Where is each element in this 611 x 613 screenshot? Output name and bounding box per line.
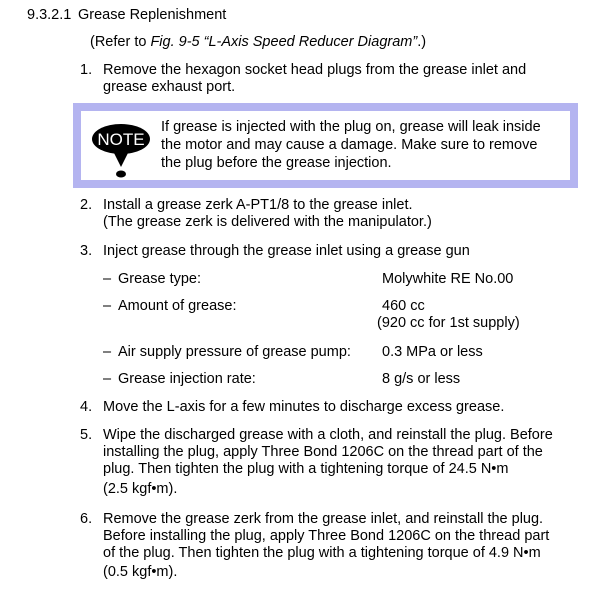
step-text: Install a grease zerk A-PT1/8 to the gre… bbox=[103, 197, 413, 213]
step-text: (0.5 kgf•m). bbox=[103, 564, 178, 580]
step-text: Remove the hexagon socket head plugs fro… bbox=[103, 62, 527, 78]
note-text: the plug before the grease injection. bbox=[161, 155, 392, 171]
step-text: grease exhaust port. bbox=[103, 79, 236, 95]
note-text: the motor and may cause a damage. Make s… bbox=[161, 137, 538, 153]
step-text: installing the plug, apply Three Bond 12… bbox=[103, 444, 543, 460]
step-text: Wipe the discharged grease with a cloth,… bbox=[103, 427, 553, 443]
spec-dash: – bbox=[103, 271, 112, 287]
spec-label: Air supply pressure of grease pump: bbox=[118, 344, 351, 360]
figure-reference: (Refer to Fig. 9-5 “L-Axis Speed Reducer… bbox=[90, 34, 426, 51]
note-label: NOTE bbox=[97, 130, 144, 149]
step-text: Inject grease through the grease inlet u… bbox=[103, 243, 470, 259]
figure-link[interactable]: Fig. 9-5 “L-Axis Speed Reducer Diagram” bbox=[150, 34, 418, 50]
section-number: 9.3.2.1 bbox=[27, 7, 72, 23]
step-number: 3. bbox=[80, 243, 93, 259]
step-text: (The grease zerk is delivered with the m… bbox=[103, 214, 432, 230]
step-number: 5. bbox=[80, 427, 93, 443]
refer-prefix: (Refer to bbox=[90, 34, 151, 50]
step-text: Before installing the plug, apply Three … bbox=[103, 528, 550, 544]
spec-dash: – bbox=[103, 371, 112, 387]
step-number: 4. bbox=[80, 399, 93, 415]
spec-label: Amount of grease: bbox=[118, 298, 237, 314]
spec-dash: – bbox=[103, 298, 112, 314]
refer-suffix: .) bbox=[417, 34, 427, 50]
spec-dash: – bbox=[103, 344, 112, 360]
note-icon: NOTE bbox=[92, 124, 150, 178]
step-text: Remove the grease zerk from the grease i… bbox=[103, 511, 544, 527]
section-title: Grease Replenishment bbox=[78, 7, 227, 23]
step-text: Move the L-axis for a few minutes to dis… bbox=[103, 399, 505, 415]
spec-value-note: (920 cc for 1st supply) bbox=[377, 315, 520, 331]
spec-value: 460 cc bbox=[382, 298, 425, 314]
step-text: plug. Then tighten the plug with a tight… bbox=[103, 461, 509, 477]
spec-value: Molywhite RE No.00 bbox=[382, 271, 514, 287]
spec-label: Grease type: bbox=[118, 271, 202, 287]
step-text: of the plug. Then tighten the plug with … bbox=[103, 545, 541, 561]
spec-value: 0.3 MPa or less bbox=[382, 344, 483, 360]
note-text: If grease is injected with the plug on, … bbox=[161, 119, 541, 135]
step-number: 6. bbox=[80, 511, 93, 527]
note-box: NOTE If grease is injected with the plug… bbox=[73, 103, 578, 188]
spec-label: Grease injection rate: bbox=[118, 371, 256, 387]
step-number: 2. bbox=[80, 197, 93, 213]
step-number: 1. bbox=[80, 62, 93, 78]
spec-value: 8 g/s or less bbox=[382, 371, 461, 387]
step-text: (2.5 kgf•m). bbox=[103, 481, 178, 497]
